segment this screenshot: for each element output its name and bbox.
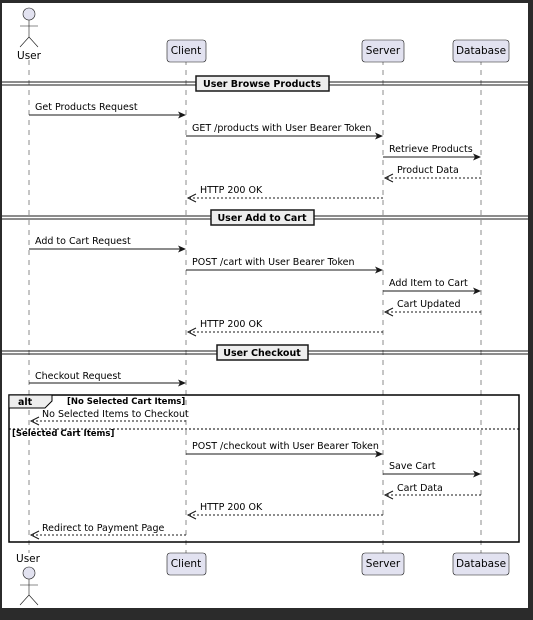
diagram-svg: User Client Server Database User Browse … — [2, 7, 528, 606]
message-13: POST /checkout with User Bearer Token — [186, 441, 383, 458]
message-label: Cart Data — [397, 483, 443, 494]
alt-guard-2: [Selected Cart Items] — [12, 429, 114, 439]
actor-head-icon — [22, 7, 36, 21]
participant-user-bottom: User — [16, 553, 41, 606]
participant-label: User — [16, 553, 41, 565]
message-label: Redirect to Payment Page — [42, 523, 165, 534]
alt-keyword: alt — [18, 397, 33, 408]
arrowhead-icon — [29, 530, 40, 540]
arrowhead-icon — [383, 490, 394, 500]
alt-fragment: alt [No Selected Cart Items] [Selected C… — [8, 394, 520, 543]
message-9: Cart Updated — [383, 299, 481, 317]
message-label: POST /checkout with User Bearer Token — [192, 441, 379, 452]
arrowhead-icon — [375, 266, 383, 274]
participant-server-top: Server — [361, 39, 405, 63]
divider-label: User Browse Products — [203, 79, 321, 90]
arrowhead-icon — [383, 307, 394, 317]
message-label: Product Data — [397, 165, 459, 176]
message-3: Retrieve Products — [383, 144, 481, 161]
message-label: HTTP 200 OK — [200, 319, 263, 330]
message-label: Save Cart — [389, 461, 436, 472]
message-6: Add to Cart Request — [29, 236, 186, 253]
sequence-diagram: User Client Server Database User Browse … — [2, 3, 528, 608]
message-12: No Selected Items to Checkout — [29, 409, 189, 426]
message-2: GET /products with User Bearer Token — [186, 123, 383, 140]
participant-box — [166, 39, 207, 63]
participant-box — [166, 552, 207, 576]
divider-box — [216, 344, 309, 361]
message-16: HTTP 200 OK — [186, 502, 383, 520]
arrowhead-icon — [375, 450, 383, 458]
participant-label: Server — [366, 558, 401, 570]
message-label: HTTP 200 OK — [200, 502, 263, 513]
message-17: Redirect to Payment Page — [29, 523, 186, 540]
message-label: Get Products Request — [35, 102, 138, 113]
message-label: Cart Updated — [397, 299, 461, 310]
participant-label: Database — [456, 558, 506, 570]
message-1: Get Products Request — [29, 102, 186, 119]
participant-label: Database — [456, 45, 506, 57]
alt-tab — [8, 394, 53, 409]
message-label: Retrieve Products — [389, 144, 473, 155]
arrowhead-icon — [473, 287, 481, 295]
arrowhead-icon — [178, 111, 186, 119]
participant-client-bottom: Client — [166, 552, 207, 576]
message-8: Add Item to Cart — [383, 278, 481, 295]
actor-body-icon — [19, 579, 39, 606]
arrowhead-icon — [29, 416, 40, 426]
message-label: HTTP 200 OK — [200, 185, 263, 196]
divider-browse-products: User Browse Products — [2, 75, 528, 92]
participant-box — [361, 552, 405, 576]
message-10: HTTP 200 OK — [186, 319, 383, 337]
participant-label: Client — [171, 558, 201, 570]
participant-label: Client — [171, 45, 201, 57]
arrowhead-icon — [473, 153, 481, 161]
participant-box — [452, 552, 510, 576]
arrowhead-icon — [186, 193, 197, 203]
message-7: POST /cart with User Bearer Token — [186, 257, 383, 274]
arrowhead-icon — [186, 510, 197, 520]
participant-database-top: Database — [452, 39, 510, 63]
divider-box — [210, 209, 315, 226]
message-label: GET /products with User Bearer Token — [192, 123, 371, 134]
message-15: Cart Data — [383, 483, 481, 500]
divider-label: User Checkout — [223, 348, 301, 359]
message-4: Product Data — [383, 165, 481, 183]
divider-label: User Add to Cart — [217, 213, 307, 224]
participant-client-top: Client — [166, 39, 207, 63]
divider-checkout: User Checkout — [2, 344, 528, 361]
participant-label: User — [17, 50, 42, 62]
arrowhead-icon — [375, 132, 383, 140]
arrowhead-icon — [178, 379, 186, 387]
message-label: Checkout Request — [35, 371, 121, 382]
participant-user-top: User — [17, 7, 42, 62]
message-5: HTTP 200 OK — [186, 185, 383, 203]
arrowhead-icon — [473, 470, 481, 478]
actor-body-icon — [19, 20, 39, 48]
divider-add-to-cart: User Add to Cart — [2, 209, 528, 226]
message-label: No Selected Items to Checkout — [42, 409, 189, 420]
alt-frame — [8, 394, 520, 543]
window-bottom-edge — [0, 608, 533, 620]
participant-server-bottom: Server — [361, 552, 405, 576]
arrowhead-icon — [383, 173, 394, 183]
divider-box — [195, 75, 330, 92]
participant-label: Server — [366, 45, 401, 57]
message-label: POST /cart with User Bearer Token — [192, 257, 354, 268]
participant-database-bottom: Database — [452, 552, 510, 576]
participant-box — [452, 39, 510, 63]
arrowhead-icon — [178, 245, 186, 253]
message-14: Save Cart — [383, 461, 481, 478]
message-label: Add Item to Cart — [389, 278, 468, 289]
arrowhead-icon — [186, 327, 197, 337]
participant-box — [361, 39, 405, 63]
alt-guard-1: [No Selected Cart Items] — [67, 397, 185, 407]
actor-head-icon — [22, 566, 36, 580]
message-label: Add to Cart Request — [35, 236, 131, 247]
message-11: Checkout Request — [29, 371, 186, 387]
